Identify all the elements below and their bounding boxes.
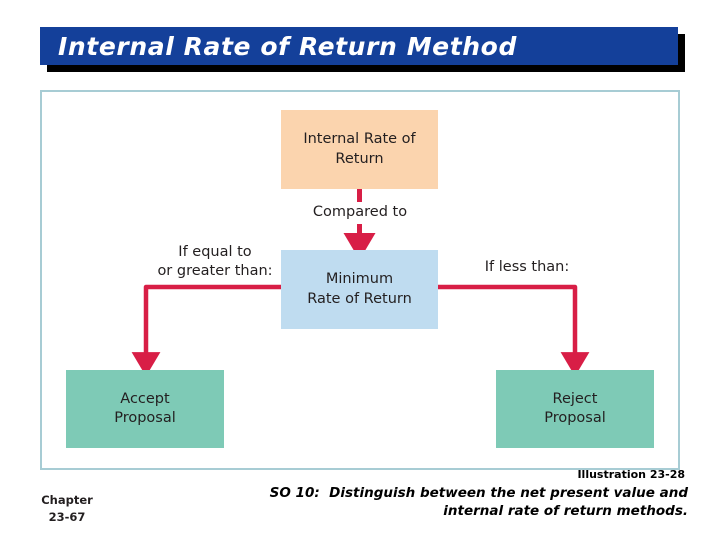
node-minimum-line1: Minimum	[325, 271, 394, 288]
node-reject-line1: Reject	[552, 390, 598, 407]
node-accept-proposal: Accept Proposal	[66, 370, 224, 448]
node-accept-line2: Proposal	[114, 410, 176, 426]
study-objective-text: SO 10: Distinguish between the net prese…	[240, 484, 688, 520]
edge-label-if-less-than: If less than:	[484, 259, 570, 275]
page-title: Internal Rate of Return Method	[58, 31, 517, 61]
node-accept-line1: Accept	[120, 390, 170, 407]
chapter-indicator: Chapter 23-67	[22, 492, 112, 525]
edge-label-if-equal-or-greater-line1: If equal to	[178, 244, 252, 260]
edge-label-if-equal-or-greater: If equal to or greater than:	[150, 243, 280, 281]
chapter-number: 23-67	[48, 509, 86, 524]
study-objective-line2: internal rate of return methods.	[443, 503, 688, 520]
node-irr-line1: Internal Rate of	[303, 131, 416, 148]
edge-label-if-equal-or-greater-line2: or greater than:	[157, 263, 273, 280]
node-reject-proposal: Reject Proposal	[496, 370, 654, 448]
study-objective-label: SO 10:	[269, 485, 320, 501]
node-reject-line2: Proposal	[544, 410, 606, 426]
node-internal-rate-of-return: Internal Rate of Return	[281, 110, 438, 189]
node-minimum-rate-of-return: Minimum Rate of Return	[281, 250, 438, 329]
edge-label-compared-to: Compared to	[312, 204, 408, 220]
study-objective-line1: Distinguish between the net present valu…	[329, 485, 688, 501]
node-minimum-line2: Rate of Return	[307, 290, 412, 307]
slide-title-bar: Internal Rate of Return Method	[40, 27, 678, 65]
chapter-word: Chapter	[41, 493, 93, 507]
node-irr-line2: Return	[335, 150, 384, 167]
illustration-caption: Illustration 23-28	[577, 468, 685, 481]
